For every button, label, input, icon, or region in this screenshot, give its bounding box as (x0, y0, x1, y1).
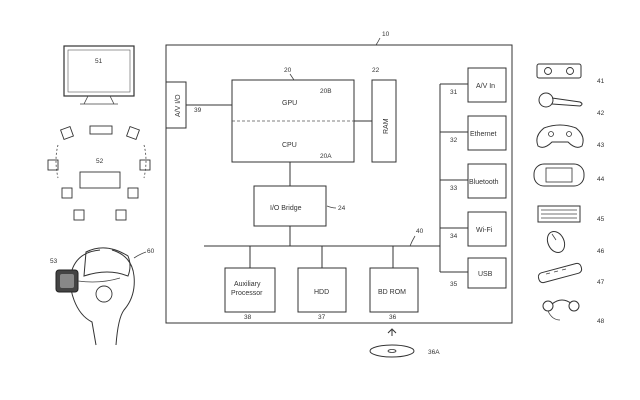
disc-ref: 36A (428, 349, 440, 356)
io-bridge-label: I/O Bridge (270, 205, 302, 212)
aux-processor-box (224, 267, 276, 313)
port-av-in-label: A/V In (476, 83, 495, 90)
remote-control-icon (537, 262, 583, 284)
port-bluetooth-box (467, 163, 507, 199)
camera-icon (536, 63, 582, 79)
hmd-ref: 53 (50, 258, 58, 265)
eject-arrow-icon (387, 328, 397, 336)
hdd-label: HDD (314, 289, 329, 296)
port-usb-label: USB (478, 271, 493, 278)
hdd-box (297, 267, 347, 313)
gpu-cpu-ref: 20 (284, 67, 292, 74)
handheld-console-icon (533, 163, 585, 187)
cpu-ref: 20A (320, 153, 332, 160)
port-ethernet-box (467, 115, 507, 151)
bus-ref: 40 (416, 228, 424, 235)
ram-label: RAM (383, 118, 390, 134)
peripheral-ref-43: 43 (597, 142, 605, 149)
peripheral-ref-42: 42 (597, 110, 605, 117)
motion-controller-icon (538, 92, 583, 108)
mouse-icon (546, 230, 566, 254)
aux-ref: 38 (244, 314, 252, 321)
port-wifi-box (467, 211, 507, 247)
port-usb-box (467, 257, 507, 289)
system-ref: 10 (382, 31, 390, 38)
gamepad-icon (536, 124, 584, 148)
cpu-label: CPU (282, 142, 297, 149)
hdd-ref: 37 (318, 314, 326, 321)
port-av-in-box (467, 67, 507, 103)
peripheral-ref-47: 47 (597, 279, 605, 286)
peripheral-ref-48: 48 (597, 318, 605, 325)
disc-icon (369, 344, 415, 358)
io-bridge-ref: 24 (338, 205, 346, 212)
gpu-cpu-ref-leader (289, 73, 295, 81)
port-wifi-ref: 34 (450, 233, 458, 240)
system-ref-leader (375, 37, 381, 46)
port-usb-ref: 35 (450, 281, 458, 288)
peripheral-ref-44: 44 (597, 176, 605, 183)
head-mounted-display-icon (55, 247, 135, 346)
port-ethernet-ref: 32 (450, 137, 458, 144)
io-bridge-ref-leader (326, 205, 337, 209)
port-bluetooth-ref: 33 (450, 185, 458, 192)
tv-ref: 51 (95, 58, 103, 65)
user-ref-leader (133, 251, 147, 259)
peripheral-ref-46: 46 (597, 248, 605, 255)
user-ref: 60 (147, 248, 155, 255)
bus-ref-leader (409, 235, 416, 247)
tv-icon (63, 45, 135, 105)
aux-label-2: Processor (231, 290, 263, 297)
surround-ref: 52 (96, 158, 104, 165)
aux-label-1: Auxiliary (234, 281, 261, 288)
bdrom-label: BD ROM (378, 289, 406, 296)
bdrom-box (369, 267, 419, 313)
peripheral-ref-41: 41 (597, 78, 605, 85)
gpu-label: GPU (282, 100, 297, 107)
keyboard-icon (537, 205, 581, 223)
headset-icon (542, 299, 580, 321)
port-av-in-ref: 31 (450, 89, 458, 96)
av-out-label: A/V I/O (175, 94, 182, 117)
port-bluetooth-label: Bluetooth (469, 179, 499, 186)
io-bridge-box (253, 185, 327, 227)
ram-ref: 22 (372, 67, 380, 74)
port-wifi-label: Wi-Fi (476, 227, 493, 234)
speaker-icon (47, 125, 151, 221)
port-ethernet-label: Ethernet (470, 131, 497, 138)
bdrom-ref: 36 (389, 314, 397, 321)
av-out-ref: 39 (194, 107, 202, 114)
ram-box (371, 79, 397, 163)
gpu-ref: 20B (320, 88, 332, 95)
peripheral-ref-45: 45 (597, 216, 605, 223)
